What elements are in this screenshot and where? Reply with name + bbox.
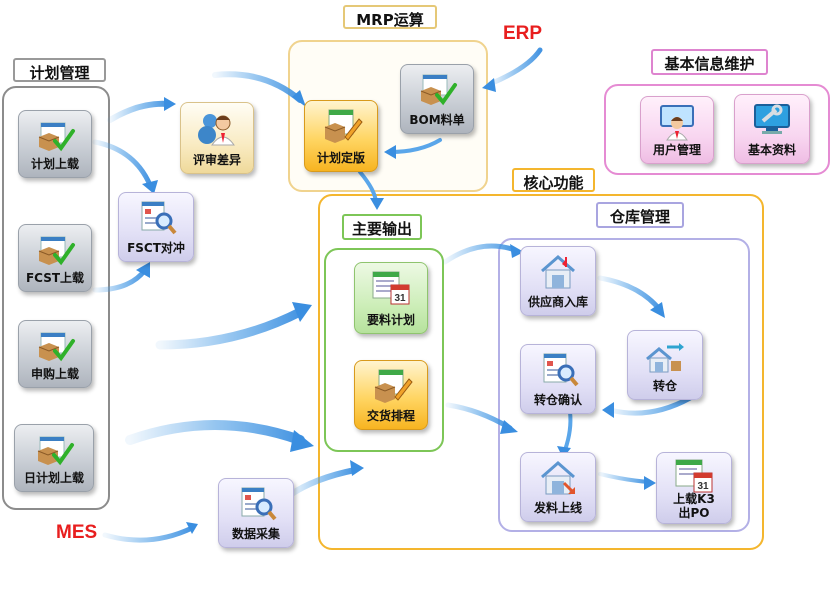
arrow-output-to-supplier	[442, 243, 518, 265]
upload-k3-button[interactable]: 31 上载K3 出PO	[656, 452, 732, 524]
arrow-left-to-core-upper	[155, 307, 305, 350]
upload-k3-line2: 出PO	[678, 506, 710, 520]
supplier-inbound-button[interactable]: 供应商入库	[520, 246, 596, 316]
calendar-icon: 31	[675, 459, 713, 493]
arrow-bom-to-finalize	[388, 138, 442, 154]
arrow-review-to-finalize	[212, 71, 303, 103]
material-plan-button[interactable]: 31 要料计划	[354, 262, 428, 334]
material-plan-label: 要料计划	[366, 313, 415, 327]
review-diff-label: 评审差异	[192, 153, 241, 167]
main-output-title: 主要输出	[342, 214, 422, 240]
arrow-fcst-to-fcst-offset	[92, 267, 148, 293]
transfer-confirm-button[interactable]: 转仓确认	[520, 344, 596, 414]
plan-finalize-button[interactable]: 计划定版	[304, 100, 378, 172]
plan-finalize-label: 计划定版	[316, 151, 365, 165]
box-check-icon	[38, 332, 75, 362]
svg-text:31: 31	[394, 293, 406, 304]
material-online-label: 发料上线	[533, 501, 582, 515]
core-functions-title: 核心功能	[512, 168, 595, 192]
user-mgmt-button[interactable]: 用户管理	[640, 96, 714, 164]
mrp-title: MRP运算	[343, 5, 437, 29]
transfer-confirm-label: 转仓确认	[533, 393, 582, 407]
box-pencil-icon	[374, 369, 413, 403]
box-check-icon	[420, 74, 457, 106]
fcst-upload-label: FCST上载	[25, 271, 85, 285]
arrow-supplier-to-transfer	[597, 275, 663, 313]
warehouse-in-icon	[541, 255, 575, 289]
purchase-upload-label: 申购上载	[30, 367, 79, 381]
warehouse-title: 仓库管理	[596, 202, 684, 228]
basic-info-title: 基本信息维护	[651, 49, 768, 75]
data-collection-label: 数据采集	[231, 527, 280, 541]
document-search-icon	[543, 353, 579, 387]
fcst-offset-label: FSCT对冲	[127, 241, 185, 255]
arrow-datacollect-to-core	[287, 467, 358, 498]
supplier-inbound-label: 供应商入库	[527, 295, 588, 309]
basic-data-button[interactable]: 基本资料	[734, 94, 810, 164]
erp-label: ERP	[503, 23, 543, 44]
core-functions-group	[318, 194, 764, 550]
transfer-label: 转仓	[652, 379, 677, 393]
warehouse-transfer-icon	[646, 343, 684, 373]
arrow-plan-to-review	[107, 100, 171, 123]
arrow-left-to-core-lower	[125, 420, 305, 445]
box-check-icon	[37, 436, 74, 466]
arrow-erp-to-bom	[487, 47, 543, 87]
plan-management-title: 计划管理	[13, 58, 106, 82]
arrow-plan-to-fcst	[92, 139, 153, 188]
document-search-icon	[241, 487, 277, 521]
user-monitor-icon	[660, 105, 694, 141]
purchase-upload-button[interactable]: 申购上载	[18, 320, 92, 388]
bom-button[interactable]: BOM料单	[400, 64, 474, 134]
upload-k3-line1: 上载K3	[673, 492, 715, 506]
transfer-button[interactable]: 转仓	[627, 330, 703, 400]
fcst-offset-button[interactable]: FSCT对冲	[118, 192, 194, 262]
arrow-online-to-upload	[598, 472, 650, 484]
user-group-icon	[198, 114, 235, 146]
svg-text:31: 31	[697, 481, 709, 492]
arrow-transfer-to-confirm	[607, 395, 693, 416]
material-online-button[interactable]: 发料上线	[520, 452, 596, 522]
monitor-wrench-icon	[754, 104, 790, 134]
fcst-upload-button[interactable]: FCST上载	[18, 224, 92, 292]
plan-upload-label: 计划上载	[30, 157, 79, 171]
user-mgmt-label: 用户管理	[652, 143, 701, 157]
basic-data-label: 基本资料	[747, 143, 796, 157]
daily-plan-upload-label: 日计划上载	[23, 471, 84, 485]
document-search-icon	[141, 201, 177, 235]
bom-label: BOM料单	[409, 113, 465, 127]
data-collection-button[interactable]: 数据采集	[218, 478, 294, 548]
arrow-confirm-to-online	[563, 410, 573, 452]
warehouse-out-icon	[541, 461, 576, 495]
daily-plan-upload-button[interactable]: 日计划上载	[14, 424, 94, 492]
arrow-mes-to-datacollect	[102, 525, 195, 543]
box-pencil-icon	[324, 109, 363, 143]
box-check-icon	[38, 122, 75, 152]
delivery-schedule-label: 交货排程	[366, 409, 415, 423]
review-diff-button[interactable]: 评审差异	[180, 102, 254, 174]
upload-k3-label: 上载K3 出PO	[657, 492, 731, 520]
arrow-output-to-confirm	[445, 402, 513, 431]
arrow-finalize-to-output	[358, 170, 378, 204]
calendar-icon: 31	[372, 271, 410, 305]
box-check-icon	[38, 236, 75, 266]
mes-label: MES	[56, 522, 98, 543]
plan-upload-button[interactable]: 计划上载	[18, 110, 92, 178]
delivery-schedule-button[interactable]: 交货排程	[354, 360, 428, 430]
